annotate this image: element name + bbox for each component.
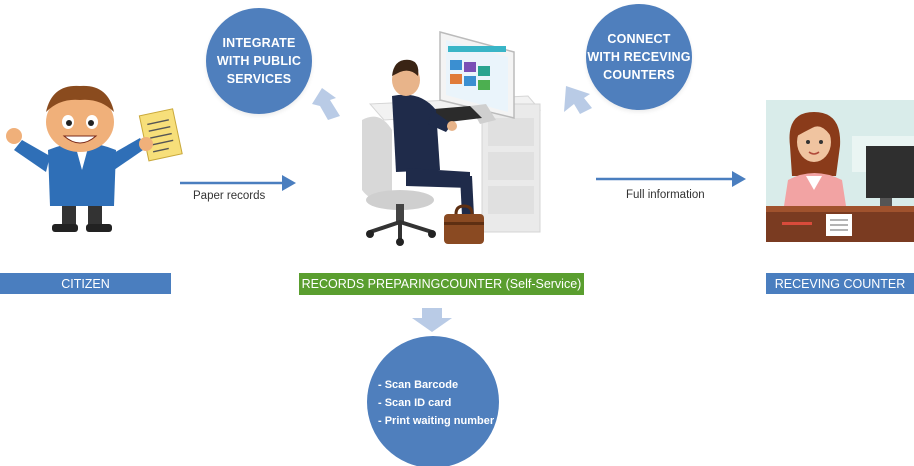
receiving-counter-illustration [766,100,914,242]
paper-records-label: Paper records [193,190,266,202]
records-preparing-counter-label: RECORDS PREPARINGCOUNTER (Self-Service) [299,273,584,295]
arrow-to-integrate [312,88,340,120]
step-scan-id-card: - Scan ID card [378,397,452,409]
step-print-waiting-number: - Print waiting number [378,415,495,427]
citizen-illustration [6,85,183,232]
arrow-to-connect [564,86,592,114]
citizen-label: CITIZEN [0,273,171,294]
integrate-public-services-text: INTEGRATE WITH PUBLIC SERVICES [216,36,302,86]
step-scan-barcode: - Scan Barcode [378,379,459,391]
connect-receiving-counters-text: CONNECT WITH RECEVING COUNTERS [587,32,691,82]
connect-receiving-counters-circle: CONNECT WITH RECEVING COUNTERS [586,4,692,110]
steps-circle [367,336,499,466]
full-information-label: Full information [626,189,705,201]
arrow-full-information [596,171,746,187]
arrow-down-to-steps [412,308,452,332]
integrate-public-services-circle: INTEGRATE WITH PUBLIC SERVICES [206,8,312,114]
self-service-illustration [362,31,542,246]
self-service-steps: - Scan Barcode - Scan ID card - Print wa… [378,376,494,430]
receiving-counter-label: RECEVING COUNTER [766,273,914,294]
arrow-paper-records [180,175,296,191]
